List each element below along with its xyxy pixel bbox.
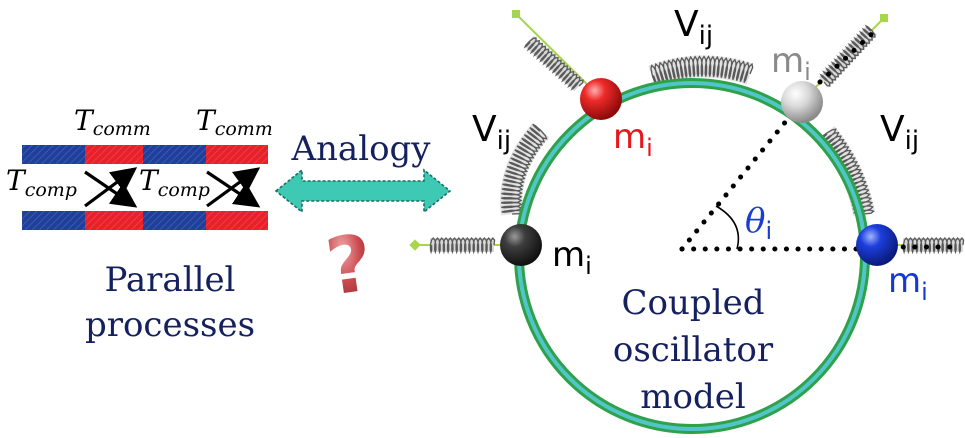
mass-label-gray: mi bbox=[771, 41, 811, 86]
mass-gray bbox=[781, 81, 823, 123]
spring-ext-gray bbox=[818, 24, 878, 87]
mass-label-dark: mi bbox=[552, 235, 592, 280]
mass-label-red: mi bbox=[613, 117, 653, 162]
spring-arc-top bbox=[648, 55, 754, 87]
parallel-processes-panel: Tcomm Tcomm Tcomp Tcomp Parallel process… bbox=[6, 104, 273, 345]
mass-blue bbox=[856, 224, 898, 266]
analogy-label: Analogy bbox=[290, 129, 431, 169]
oscillator-title-line1: Coupled bbox=[622, 283, 765, 323]
coupling-label-right: Vij bbox=[880, 109, 919, 156]
anchor-point-icon bbox=[409, 239, 421, 251]
spring-ext-blue bbox=[902, 236, 965, 255]
t-comm-label: Tcomm bbox=[196, 104, 273, 140]
parallel-title-line2: processes bbox=[85, 305, 255, 345]
spring-coil-icon bbox=[902, 236, 965, 255]
oscillator-panel: θi Vij Vij Vij mi mi mi mi Coupled oscil… bbox=[409, 4, 965, 434]
question-mark-icon: ? bbox=[321, 218, 378, 313]
springs bbox=[429, 24, 965, 255]
coupling-label-left: Vij bbox=[472, 109, 511, 156]
mass-dark bbox=[500, 224, 542, 266]
oscillator-title-line3: model bbox=[640, 377, 745, 417]
spring-coil-icon bbox=[500, 123, 548, 215]
arrow-up-icon bbox=[206, 167, 261, 208]
spring-ext-red bbox=[523, 35, 584, 92]
t-comp-label: Tcomp bbox=[139, 164, 210, 201]
t-comm-label: Tcomm bbox=[74, 104, 151, 140]
exchange-arrows bbox=[84, 167, 261, 208]
anchor-point-icon bbox=[512, 10, 520, 18]
arrow-up-icon bbox=[84, 167, 138, 208]
coupling-label-top: Vij bbox=[674, 4, 713, 51]
spring-ext-dark bbox=[429, 236, 496, 255]
radius-extension bbox=[817, 27, 879, 85]
spring-coil-icon bbox=[650, 55, 754, 86]
anchor-point-icon bbox=[880, 14, 888, 22]
parallel-title-line1: Parallel bbox=[105, 260, 236, 300]
mass-label-blue: mi bbox=[888, 261, 928, 306]
spring-coil-icon bbox=[819, 24, 876, 87]
spring-coil-icon bbox=[523, 37, 584, 91]
theta-label: θi bbox=[745, 201, 772, 245]
t-comp-label: Tcomp bbox=[6, 164, 77, 201]
mass-red bbox=[580, 78, 622, 120]
angle-arc bbox=[715, 205, 740, 250]
spring-arc-left bbox=[500, 122, 550, 216]
oscillator-title-line2: oscillator bbox=[613, 330, 774, 370]
process-bar-bottom bbox=[22, 211, 268, 230]
process-bar-top bbox=[22, 145, 268, 164]
double-arrow-icon bbox=[274, 168, 452, 214]
spring-coil-icon bbox=[429, 236, 496, 255]
analogy-panel: Analogy ? bbox=[274, 129, 452, 314]
radius-line bbox=[679, 101, 803, 252]
